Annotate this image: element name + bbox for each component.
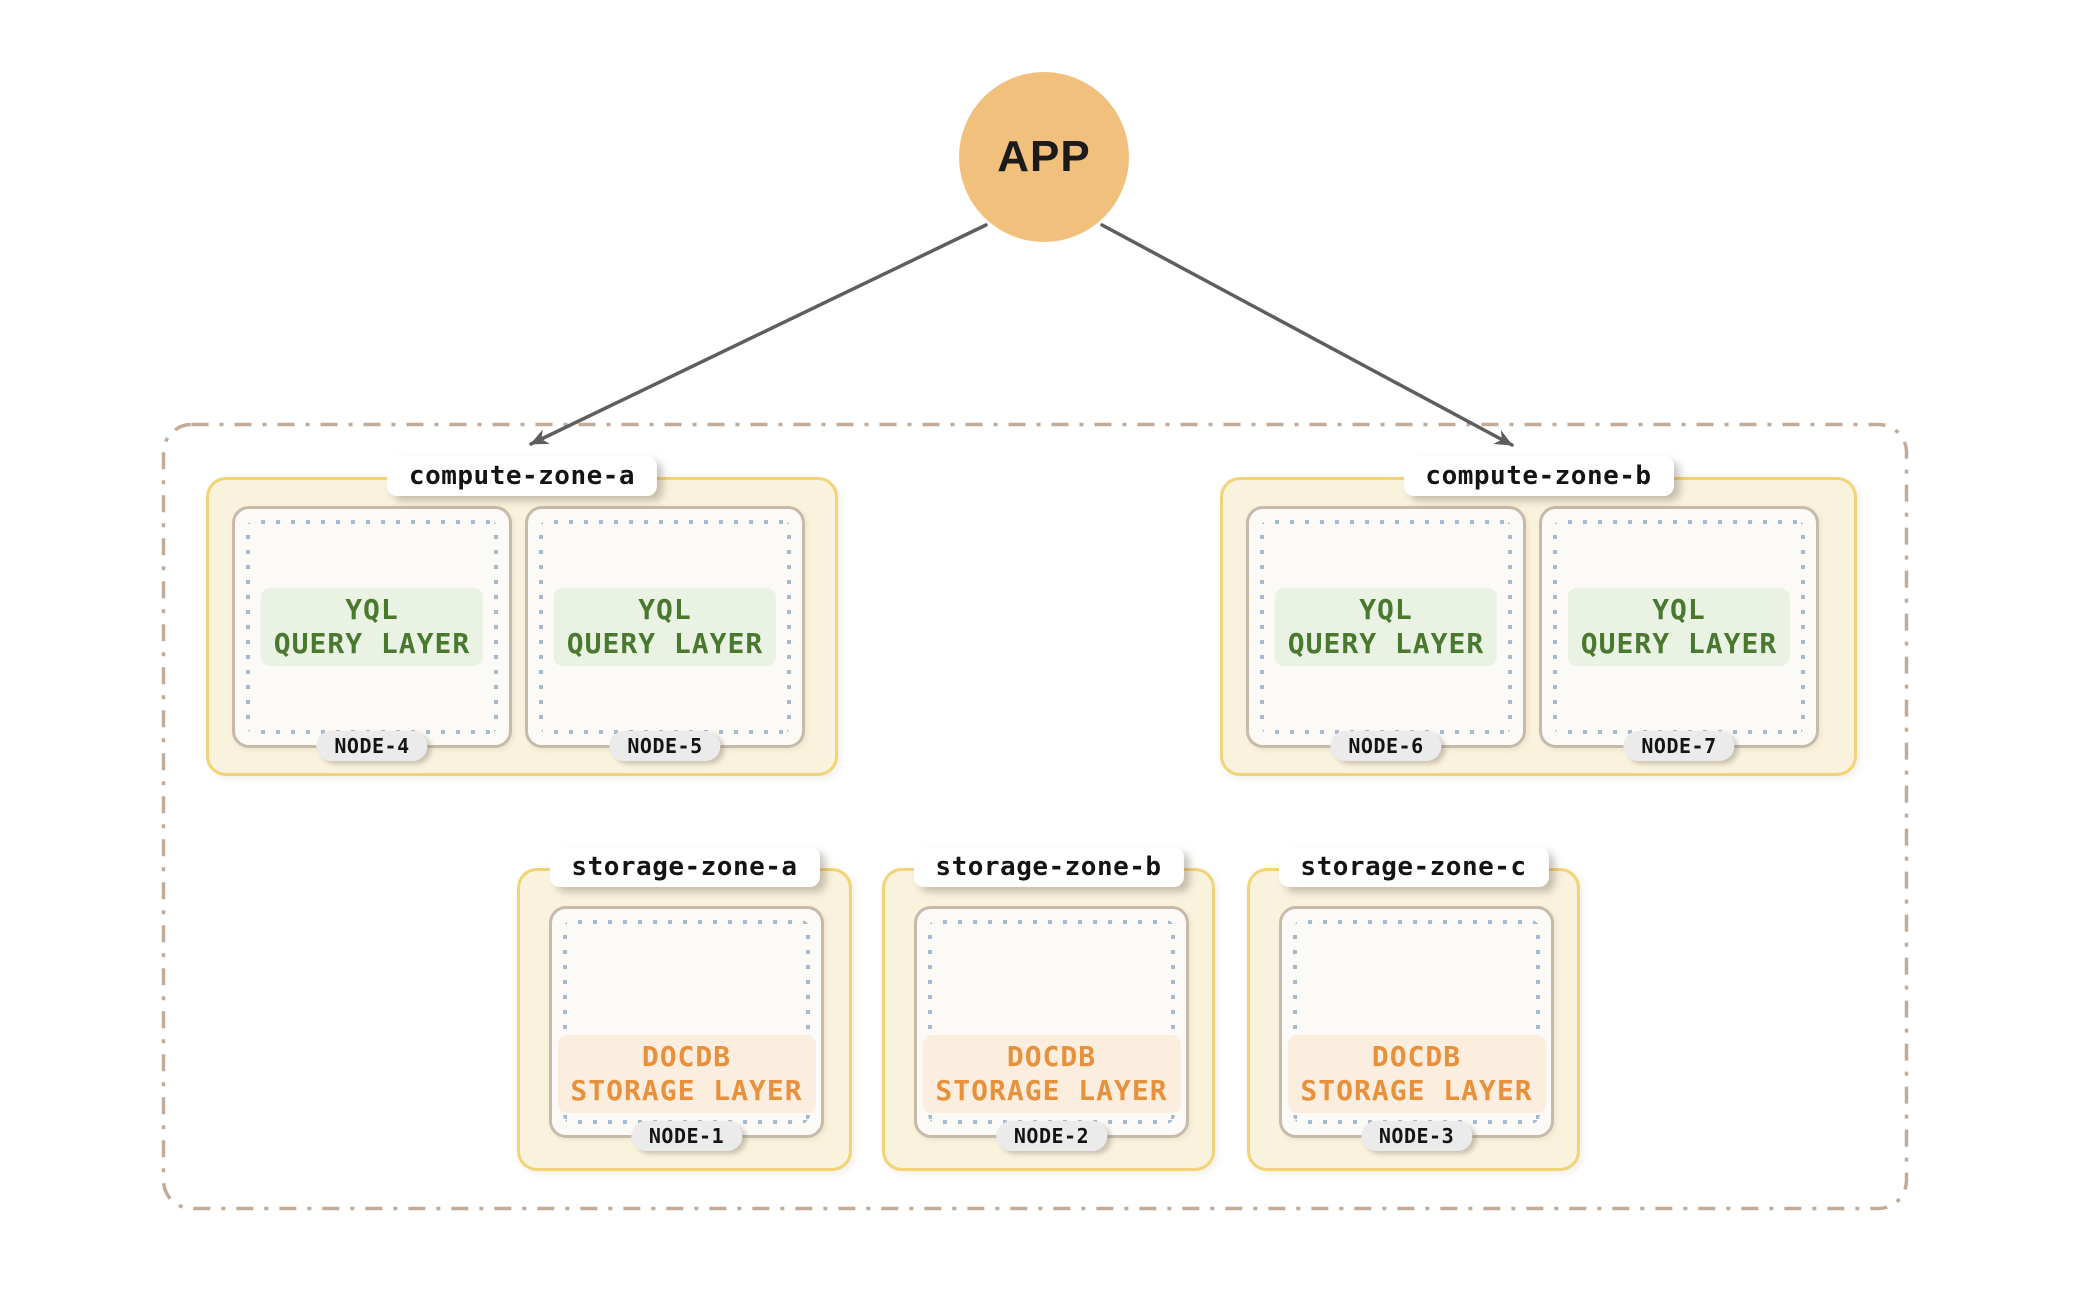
yql-query-layer-chip: YQL QUERY LAYER: [1567, 588, 1791, 666]
node-id-badge: NODE-2: [995, 1121, 1108, 1151]
node-box-1: DOCDB STORAGE LAYER NODE-1: [549, 906, 824, 1151]
layer-line-2: QUERY LAYER: [273, 627, 471, 660]
node-id-badge: NODE-1: [630, 1121, 743, 1151]
yql-query-layer-chip: YQL QUERY LAYER: [553, 588, 777, 666]
docdb-storage-layer-chip: DOCDB STORAGE LAYER: [557, 1035, 816, 1113]
layer-line-1: YQL: [638, 593, 692, 626]
zone-storage-a: storage-zone-a DOCDB STORAGE LAYER NODE-…: [517, 847, 852, 1171]
layer-line-1: YQL: [1652, 593, 1706, 626]
zone-label-storage-b: storage-zone-b: [913, 847, 1184, 887]
zone-compute-a: compute-zone-a YQL QUERY LAYER NODE-4 YQ…: [206, 456, 838, 776]
layer-line-2: STORAGE LAYER: [935, 1074, 1168, 1107]
node-box-6: YQL QUERY LAYER NODE-6: [1246, 506, 1526, 761]
cluster-boundary: [161, 422, 1909, 1211]
node-id-badge: NODE-5: [609, 731, 721, 761]
node-box-3: DOCDB STORAGE LAYER NODE-3: [1279, 906, 1554, 1151]
arrow-app-to-compute-zone-b: [1100, 223, 1514, 447]
zone-label-storage-a: storage-zone-a: [549, 847, 820, 887]
zone-label-compute-b: compute-zone-b: [1403, 456, 1674, 496]
arrow-app-to-compute-zone-a: [529, 223, 988, 446]
docdb-storage-layer-chip: DOCDB STORAGE LAYER: [1287, 1035, 1546, 1113]
zone-label-compute-a: compute-zone-a: [386, 456, 658, 496]
node-id-badge: NODE-4: [316, 731, 428, 761]
yql-query-layer-chip: YQL QUERY LAYER: [260, 588, 484, 666]
layer-line-2: QUERY LAYER: [1287, 627, 1485, 660]
zone-storage-b: storage-zone-b DOCDB STORAGE LAYER NODE-…: [882, 847, 1215, 1171]
node-id-badge: NODE-7: [1623, 731, 1735, 761]
yql-query-layer-chip: YQL QUERY LAYER: [1274, 588, 1498, 666]
zone-label-storage-c: storage-zone-c: [1278, 847, 1549, 887]
app-label: APP: [997, 132, 1091, 181]
layer-line-1: DOCDB: [1371, 1040, 1462, 1073]
layer-line-2: QUERY LAYER: [1580, 627, 1778, 660]
layer-line-1: DOCDB: [1006, 1040, 1097, 1073]
node-box-2: DOCDB STORAGE LAYER NODE-2: [914, 906, 1189, 1151]
node-id-badge: NODE-6: [1330, 731, 1442, 761]
layer-line-1: YQL: [1359, 593, 1413, 626]
app-node: APP: [959, 72, 1129, 242]
layer-line-2: QUERY LAYER: [566, 627, 764, 660]
node-box-4: YQL QUERY LAYER NODE-4: [232, 506, 512, 761]
node-id-badge: NODE-3: [1360, 1121, 1473, 1151]
layer-line-1: YQL: [345, 593, 399, 626]
zone-storage-c: storage-zone-c DOCDB STORAGE LAYER NODE-…: [1247, 847, 1580, 1171]
node-box-7: YQL QUERY LAYER NODE-7: [1539, 506, 1819, 761]
layer-line-2: STORAGE LAYER: [570, 1074, 803, 1107]
layer-line-2: STORAGE LAYER: [1300, 1074, 1533, 1107]
node-box-5: YQL QUERY LAYER NODE-5: [525, 506, 805, 761]
layer-line-1: DOCDB: [641, 1040, 732, 1073]
docdb-storage-layer-chip: DOCDB STORAGE LAYER: [922, 1035, 1181, 1113]
zone-compute-b: compute-zone-b YQL QUERY LAYER NODE-6 YQ…: [1220, 456, 1857, 776]
